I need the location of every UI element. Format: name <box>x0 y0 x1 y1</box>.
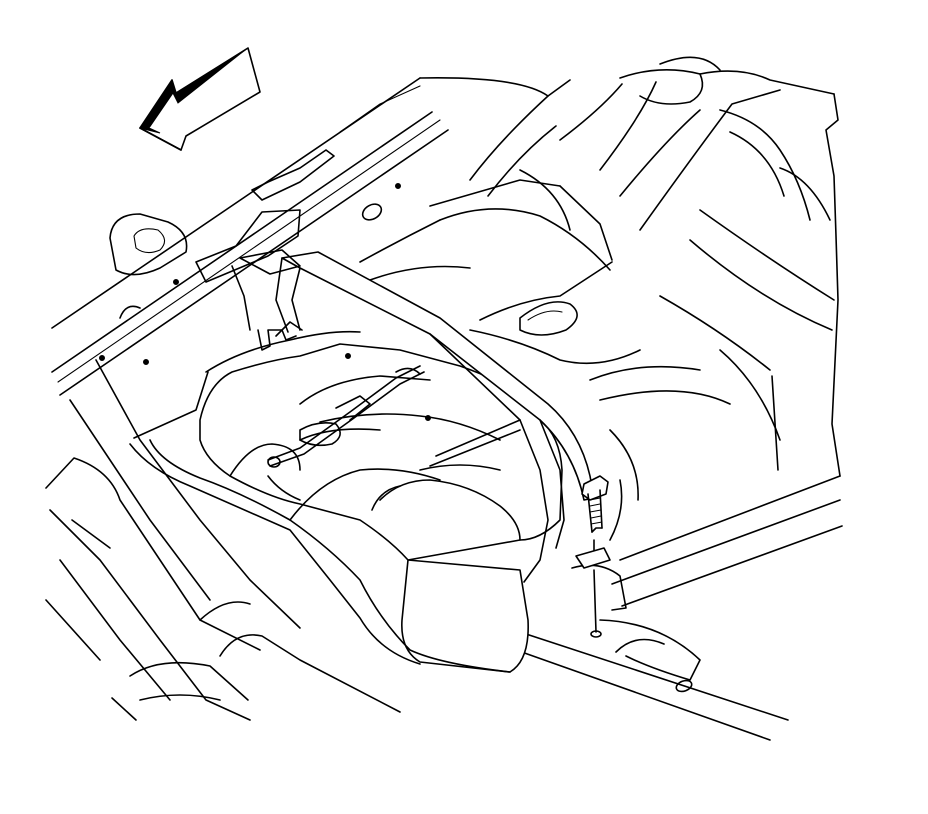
left-frame-rail <box>51 77 449 396</box>
fuel-sender-line <box>267 365 425 468</box>
front-direction-arrow-icon <box>139 47 261 151</box>
strap-bolt <box>575 475 611 638</box>
right-frame-rail <box>515 475 843 741</box>
rear-floor-pan <box>359 56 841 541</box>
lower-left-frame-rail <box>45 359 401 721</box>
fuel-tank <box>129 321 563 673</box>
